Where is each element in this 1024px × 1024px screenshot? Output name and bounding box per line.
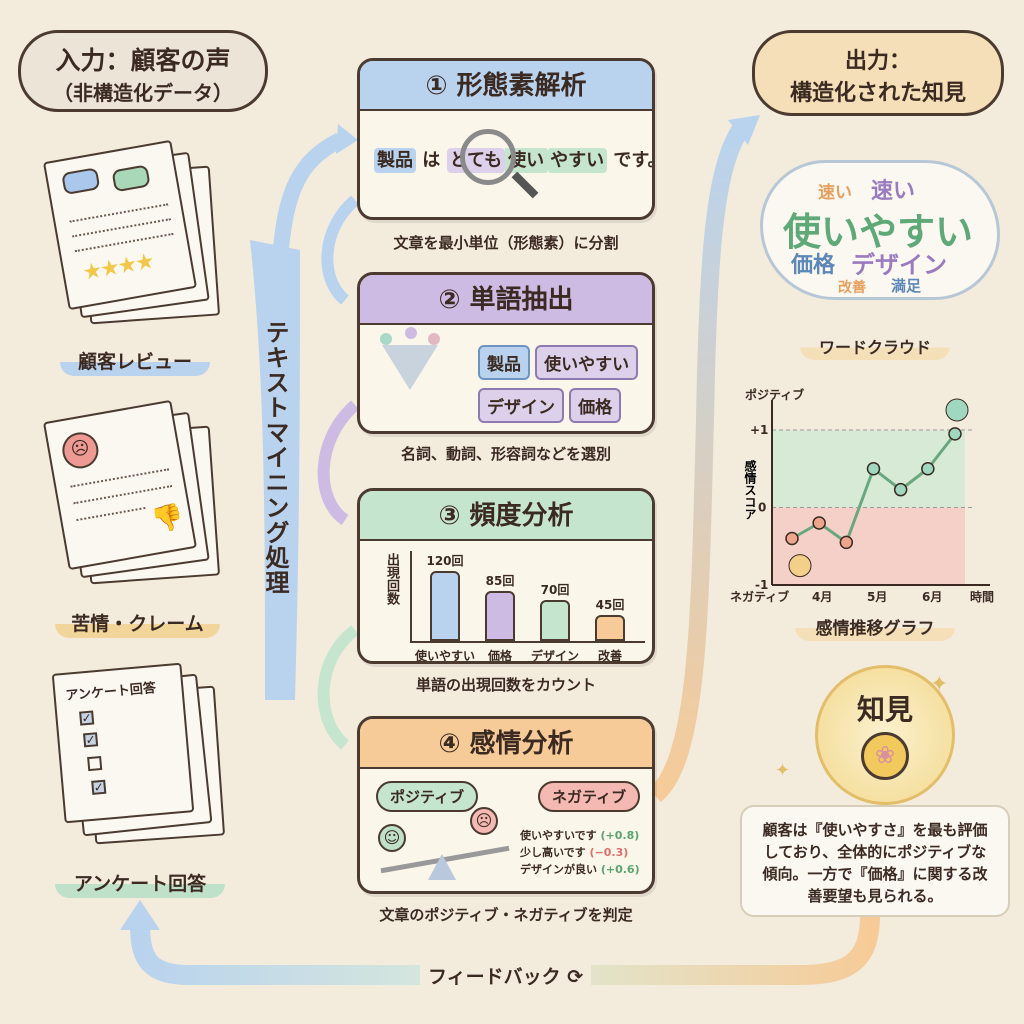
source-label-survey: アンケート回答 [55,867,225,898]
step-frequency-analysis: ③ 頻度分析 出現回数 120回使いやすい 85回価格 70回デザイン 45回改善 [357,488,655,664]
sentiment-example: デザインが良い (+0.6) [520,863,640,876]
y-bottom-label: ネガティブ [730,589,789,604]
sentiment-example: 少し高いです (−0.3) [520,846,629,859]
insight-text-box: 顧客は『使いやすさ』を最も評価しており、全体的にポジティブな傾向。一方で『価格』… [740,805,1010,917]
word-tag: 価格 [569,388,622,423]
happy-face-icon [945,398,969,422]
funnel-icon [382,345,438,390]
step-sentiment-analysis: ④ 感情分析 ポジティブ ネガティブ ☺ ☹ 使いやすいです (+0.8) 少し… [357,716,655,894]
x-tick-label: 4月 [812,590,832,604]
input-title: 入力：顧客の声 [55,46,231,75]
process-label: テキストマイニング処理 [261,320,289,595]
arrow-step2-to-3 [317,400,360,525]
negative-bubble: ネガティブ [538,781,641,812]
feedback-arrow [130,914,880,985]
data-point [893,482,908,497]
output-title: 出力： [844,49,911,74]
sentiment-example: 使いやすいです (+0.8) [520,829,640,842]
bar-category-label: 改善 [597,649,622,663]
data-point [785,531,799,546]
cloud-word: 価格 [791,253,836,278]
y-tick-label: -1 [755,578,768,592]
neutral-face-icon [788,554,812,578]
x-tick-label: 6月 [922,590,942,604]
bar-value-label: 70回 [540,583,570,598]
arrow-to-output [648,125,748,803]
x-axis-label: 時間 [970,589,994,604]
arrow-step1-to-2 [321,195,360,305]
y-top-label: ポジティブ [745,387,804,402]
step-caption: 文章を最小単位（形態素）に分割 [393,234,619,252]
step-caption: 単語の出現回数をカウント [415,676,596,694]
frown-face-icon: ☹ [470,807,498,835]
data-point [812,516,826,530]
cloud-word: デザイン [851,251,947,279]
input-subtitle: （非構造化データ） [53,81,233,105]
lightbulb-brain-icon: ❀ [861,732,909,780]
data-point [921,462,935,476]
arrow-step3-to-4 [317,625,359,750]
word-tag: デザイン [478,388,564,423]
bar-chart-ylabel: 出現回数 [384,553,399,605]
frequency-bar-chart: 120回使いやすい 85回価格 70回デザイン 45回改善 [410,551,645,661]
output-header: 出力： 構造化された知見 [752,30,1004,116]
step-title: ③ 頻度分析 [360,491,652,541]
bar [430,571,460,641]
step-title: ② 単語抽出 [360,275,652,325]
feedback-label: フィードバック ⟳ [420,962,592,989]
wordcloud-label: ワードクラウド [800,332,950,360]
output-subtitle: 構造化された知見 [789,81,966,106]
chart-title: 感情推移グラフ [795,612,955,641]
source-label-complaints: 苦情・クレーム [55,607,220,638]
bar [540,600,570,641]
smile-face-icon: ☺ [378,824,406,852]
step-caption: 名詞、動詞、形容詞などを選別 [400,445,611,463]
data-point [839,535,854,550]
insight-title: 知見 [856,693,913,726]
sparkle-icon: ✦ [775,760,791,781]
source-label-reviews: 顧客レビュー [60,345,210,376]
x-tick-label: 5月 [867,590,887,604]
bar [485,591,515,641]
insight-text: 顧客は『使いやすさ』を最も評価しており、全体的にポジティブな傾向。一方で『価格』… [762,821,988,905]
step-caption: 文章のポジティブ・ネガティブを判定 [379,906,633,924]
word-tag: 使いやすい [535,345,639,380]
magnifier-icon [460,129,516,185]
insight-bulb: 知見 ❀ [815,665,955,805]
token: です。 [613,150,652,171]
sparkle-icon: ✦ [930,672,949,697]
y-axis-label: 感情スコア [743,459,757,520]
bar-category-label: 使いやすい [415,649,476,663]
cloud-word: 使いやすい [783,210,974,254]
cloud-word: 速い [871,179,916,204]
refresh-icon: ⟳ [567,966,584,988]
token: は [422,150,441,171]
data-point [866,462,881,476]
cloud-word: 満足 [891,277,922,295]
bar-value-label: 85回 [485,574,515,589]
arrow-to-step1 [272,132,344,261]
bar-category-label: 価格 [487,649,512,663]
y-tick-label: 0 [758,501,766,515]
process-band [250,240,300,700]
cloud-word: 改善 [838,280,866,296]
input-header: 入力：顧客の声 （非構造化データ） [18,30,268,112]
step-title: ① 形態素解析 [360,61,652,111]
cloud-word: 速い [818,183,852,203]
word-tag: 製品 [478,345,530,380]
token: 製品 [374,148,416,173]
bar-category-label: デザイン [530,649,579,663]
data-point [948,427,962,441]
bar [595,614,625,641]
positive-bubble: ポジティブ [376,781,479,812]
word-cloud: 速い 速い 使いやすい 価格 デザイン 改善 満足 [760,160,1000,300]
y-tick-label: +1 [750,423,768,437]
token: やすい [547,148,608,173]
step-word-extraction: ② 単語抽出 製品 使いやすい デザイン 価格 [357,272,655,434]
bar-value-label: 120回 [426,554,464,568]
bar-value-label: 45回 [595,597,625,612]
step-title: ④ 感情分析 [360,719,652,769]
